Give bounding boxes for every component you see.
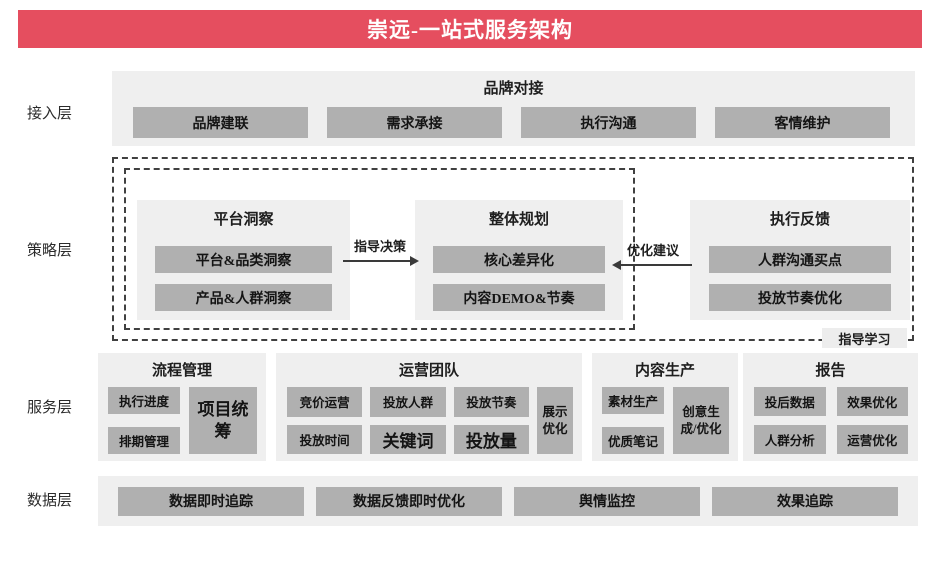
strategy-item-delivery-rhythm-optimize: 投放节奏优化 [708, 284, 892, 311]
service-item-column: 执行进度 排期管理 [108, 387, 180, 454]
left-arrow-icon [612, 260, 692, 270]
strategy-item-core-differentiation: 核心差异化 [432, 246, 606, 273]
service-item-quality-notes: 优质笔记 [602, 427, 664, 454]
arrow-guide-decision-label: 指导决策 [353, 239, 406, 254]
service-item-schedule-mgmt: 排期管理 [108, 427, 180, 454]
strategy-group-title: 整体规划 [488, 212, 549, 228]
service-item-column: 素材生产 优质笔记 [602, 387, 664, 454]
access-item-brand-connect: 品牌建联 [133, 107, 308, 138]
data-item-feedback-optimize: 数据反馈即时优化 [316, 486, 502, 516]
strategy-inner-dashed-frame [124, 168, 635, 330]
strategy-group-overall-plan: 整体规划 核心差异化 内容DEMO&节奏 [415, 200, 623, 320]
service-item-exec-progress: 执行进度 [108, 387, 180, 414]
service-item-creative-generation: 创意生成/优化 [673, 387, 729, 454]
strategy-group-title: 平台洞察 [213, 212, 274, 228]
arrow-optimize-suggestion: 优化建议 [612, 240, 692, 270]
service-group-content-production: 内容生产 素材生产 优质笔记 创意生成/优化 [592, 353, 738, 461]
service-group-title: 运营团队 [398, 363, 459, 379]
service-item-material-production: 素材生产 [602, 387, 664, 414]
strategy-item-audience-selling-point: 人群沟通买点 [708, 246, 892, 273]
service-group-content: 投后数据 效果优化 人群分析 运营优化 [754, 387, 908, 454]
data-item-sentiment-monitor: 舆情监控 [514, 486, 700, 516]
strategy-item-product-audience-insight: 产品&人群洞察 [155, 284, 332, 311]
strategy-group-platform-insight: 平台洞察 平台&品类洞察 产品&人群洞察 [137, 200, 350, 320]
layer-label-strategy: 策略层 [27, 243, 73, 259]
service-item-post-data: 投后数据 [754, 387, 826, 416]
strategy-footnote-guided-learning: 指导学习 [822, 328, 907, 348]
service-group-title: 报告 [815, 363, 846, 379]
service-item-display-optimize: 展示优化 [537, 387, 573, 454]
access-item-demand-take: 需求承接 [327, 107, 502, 138]
service-group-title: 流程管理 [151, 363, 212, 379]
data-layer-panel: 数据即时追踪 数据反馈即时优化 舆情监控 效果追踪 [98, 476, 918, 526]
layer-label-service: 服务层 [27, 400, 73, 416]
service-group-content: 素材生产 优质笔记 创意生成/优化 [602, 387, 729, 454]
service-item-operation-optimize: 运营优化 [836, 425, 908, 454]
access-item-client-care: 客情维护 [715, 107, 890, 138]
strategy-outer-dashed-frame [112, 157, 914, 341]
strategy-item-platform-category-insight: 平台&品类洞察 [155, 246, 332, 273]
strategy-item-content-demo-rhythm: 内容DEMO&节奏 [432, 284, 606, 311]
arrow-guide-decision: 指导决策 [343, 236, 419, 266]
layer-label-data: 数据层 [27, 493, 73, 509]
service-group-title: 内容生产 [634, 363, 695, 379]
header-bar: 崇远-一站式服务架构 [18, 10, 922, 48]
service-item-delivery-audience: 投放人群 [370, 387, 446, 417]
service-item-effect-optimize: 效果优化 [836, 387, 908, 416]
data-item-realtime-tracking: 数据即时追踪 [118, 486, 304, 516]
service-group-process-mgmt: 流程管理 执行进度 排期管理 项目统筹 [98, 353, 266, 461]
service-item-keywords: 关键词 [370, 424, 446, 454]
service-item-delivery-rhythm: 投放节奏 [453, 387, 529, 417]
access-panel-title: 品牌对接 [483, 81, 544, 97]
access-layer-panel: 品牌对接 品牌建联 需求承接 执行沟通 客情维护 [112, 71, 915, 146]
service-item-project-coordination: 项目统筹 [189, 387, 257, 454]
strategy-group-title: 执行反馈 [769, 212, 830, 228]
right-arrow-icon [343, 256, 419, 266]
service-item-audience-analysis: 人群分析 [754, 425, 826, 454]
data-item-effect-tracking: 效果追踪 [712, 486, 898, 516]
strategy-group-exec-feedback: 执行反馈 人群沟通买点 投放节奏优化 [690, 200, 910, 320]
layer-label-access: 接入层 [27, 106, 73, 122]
service-item-bid-operation: 竞价运营 [287, 387, 363, 417]
arrow-optimize-suggestion-label: 优化建议 [626, 243, 679, 258]
service-group-content: 竞价运营 投放人群 投放节奏 展示优化 投放时间 关键词 投放量 [287, 387, 573, 454]
service-group-content: 执行进度 排期管理 项目统筹 [108, 387, 257, 454]
service-item-delivery-time: 投放时间 [287, 424, 363, 454]
page-title: 崇远-一站式服务架构 [367, 18, 573, 42]
access-item-exec-comm: 执行沟通 [521, 107, 696, 138]
service-group-report: 报告 投后数据 效果优化 人群分析 运营优化 [743, 353, 918, 461]
access-items-row: 品牌建联 需求承接 执行沟通 客情维护 [133, 107, 890, 138]
service-group-operations-team: 运营团队 竞价运营 投放人群 投放节奏 展示优化 投放时间 关键词 投放量 [276, 353, 582, 461]
service-item-delivery-volume: 投放量 [453, 424, 529, 454]
